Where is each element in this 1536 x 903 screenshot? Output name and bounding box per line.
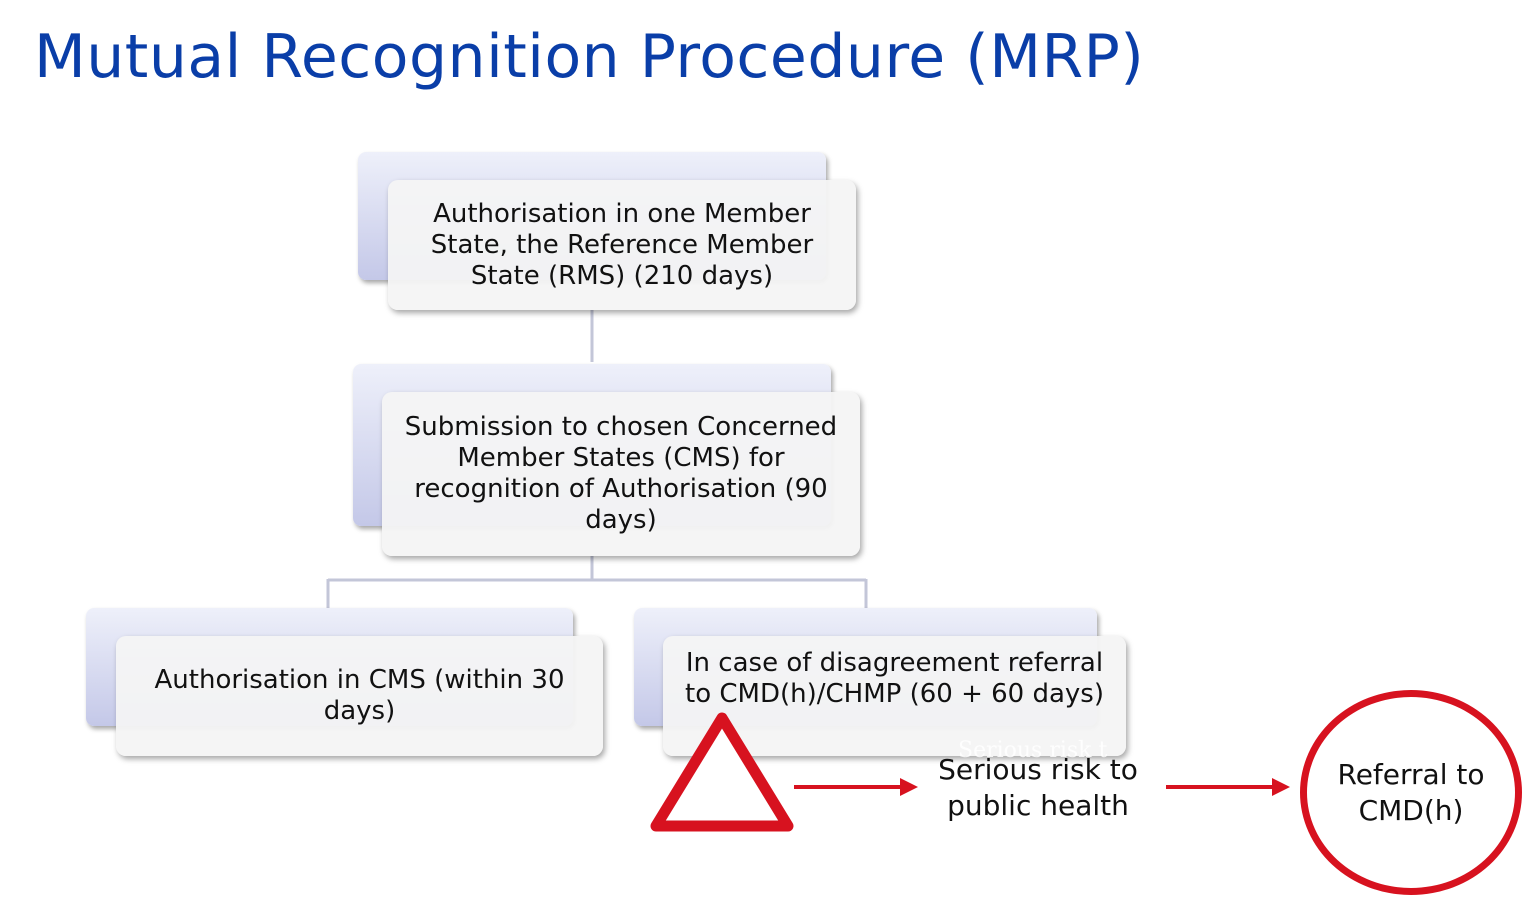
- warning-overlay-text: Serious risk t: [958, 738, 1108, 763]
- arrow-to-referral: [1166, 778, 1290, 796]
- warning-triangle-icon: [650, 712, 794, 832]
- submission-node-text: Submission to chosen Concerned Member St…: [404, 412, 838, 535]
- disagreement-node-text: In case of disagreement referral to CMD(…: [685, 648, 1104, 709]
- arrow-to-risk: [794, 778, 918, 796]
- cms-authorisation-node: Authorisation in CMS (within 30 days): [116, 636, 603, 756]
- cms-authorisation-node-text: Authorisation in CMS (within 30 days): [154, 665, 565, 726]
- submission-node: Submission to chosen Concerned Member St…: [382, 392, 860, 556]
- page-title: Mutual Recognition Procedure (MRP): [34, 22, 1145, 92]
- rms-node-text: Authorisation in one Member State, the R…: [430, 198, 814, 291]
- rms-node: Authorisation in one Member State, the R…: [388, 180, 856, 310]
- disagreement-node: In case of disagreement referral to CMD(…: [663, 636, 1126, 756]
- referral-circle: Referral to CMD(h): [1300, 690, 1522, 895]
- referral-label: Referral to CMD(h): [1337, 757, 1485, 827]
- risk-label: Serious risk to public health: [938, 753, 1138, 822]
